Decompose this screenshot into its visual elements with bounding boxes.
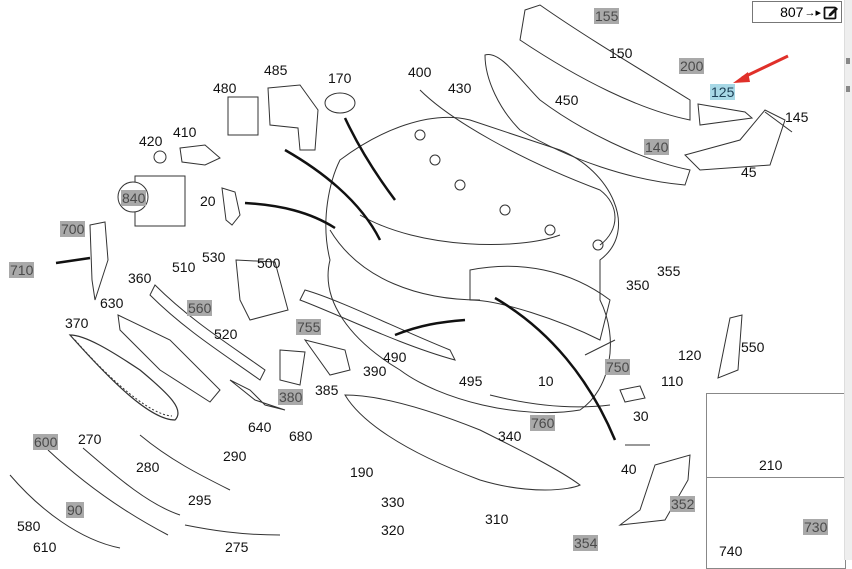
part-label-295[interactable]: 295 xyxy=(188,492,212,508)
pointer-arrow xyxy=(343,117,397,201)
part-label-410[interactable]: 410 xyxy=(173,124,197,140)
part-label-740[interactable]: 740 xyxy=(719,543,743,559)
scroll-marker xyxy=(846,58,850,64)
part-label-480[interactable]: 480 xyxy=(213,80,237,96)
part-label-360[interactable]: 360 xyxy=(128,270,152,286)
reference-link[interactable]: 807 →▸ xyxy=(752,1,842,23)
part-label-210[interactable]: 210 xyxy=(759,457,783,473)
part-170-emblem xyxy=(324,92,356,114)
part-label-760[interactable]: 760 xyxy=(530,415,556,431)
part-label-310[interactable]: 310 xyxy=(485,511,509,527)
diagram-drawing xyxy=(9,4,793,549)
part-label-510[interactable]: 510 xyxy=(172,259,196,275)
part-label-150[interactable]: 150 xyxy=(609,45,633,61)
part-label-485[interactable]: 485 xyxy=(264,62,288,78)
part-label-750[interactable]: 750 xyxy=(605,359,631,375)
edit-icon[interactable] xyxy=(823,4,839,20)
part-wiring-harness xyxy=(419,89,616,246)
part-480-module xyxy=(227,96,259,136)
part-label-450[interactable]: 450 xyxy=(555,92,579,108)
part-500-plate xyxy=(235,259,289,321)
scroll-marker xyxy=(846,86,850,92)
part-label-700[interactable]: 700 xyxy=(60,221,86,237)
part-label-730[interactable]: 730 xyxy=(803,519,829,535)
pointer-arrow xyxy=(394,318,466,337)
part-label-520[interactable]: 520 xyxy=(214,326,238,342)
part-label-430[interactable]: 430 xyxy=(448,80,472,96)
part-310-undertray xyxy=(344,394,581,491)
part-45 xyxy=(684,109,786,171)
part-label-490[interactable]: 490 xyxy=(383,349,407,365)
part-label-190[interactable]: 190 xyxy=(350,464,374,480)
part-label-600[interactable]: 600 xyxy=(33,434,59,450)
part-label-340[interactable]: 340 xyxy=(498,428,522,444)
part-label-20[interactable]: 20 xyxy=(200,193,216,209)
part-label-550[interactable]: 550 xyxy=(741,339,765,355)
part-bracket xyxy=(484,54,691,186)
part-label-400[interactable]: 400 xyxy=(408,64,432,80)
part-label-420[interactable]: 420 xyxy=(139,133,163,149)
part-label-110[interactable]: 110 xyxy=(661,373,684,389)
parts-diagram: 807 →▸ 155 150 200 125 145 450 400 430 140 45 485 4… xyxy=(9,1,846,569)
part-label-840[interactable]: 840 xyxy=(121,190,147,206)
part-label-155[interactable]: 155 xyxy=(594,8,620,24)
part-label-45[interactable]: 45 xyxy=(741,164,757,180)
part-label-610[interactable]: 610 xyxy=(33,539,57,555)
scrollbar[interactable] xyxy=(844,0,852,560)
part-label-170[interactable]: 170 xyxy=(328,70,352,86)
part-label-30[interactable]: 30 xyxy=(633,408,649,424)
part-485-bracket xyxy=(267,84,319,151)
pointer-arrow xyxy=(494,296,617,441)
part-label-530[interactable]: 530 xyxy=(202,249,226,265)
part-label-10[interactable]: 10 xyxy=(538,373,554,389)
part-370-grille xyxy=(68,334,179,421)
part-label-385[interactable]: 385 xyxy=(315,382,339,398)
part-label-352[interactable]: 352 xyxy=(670,496,696,512)
part-label-640[interactable]: 640 xyxy=(248,419,272,435)
part-upper-grille xyxy=(519,4,691,121)
part-label-145[interactable]: 145 xyxy=(785,109,809,125)
pointer-arrow xyxy=(55,256,91,265)
part-label-270[interactable]: 270 xyxy=(78,431,102,447)
part-label-290[interactable]: 290 xyxy=(223,448,247,464)
part-label-755[interactable]: 755 xyxy=(296,319,322,335)
part-label-120[interactable]: 120 xyxy=(678,347,702,363)
arrow-right-icon: →▸ xyxy=(804,6,821,19)
part-label-350[interactable]: 350 xyxy=(626,277,650,293)
part-label-380[interactable]: 380 xyxy=(278,389,304,405)
part-label-630[interactable]: 630 xyxy=(100,295,124,311)
part-label-90[interactable]: 90 xyxy=(66,502,84,518)
red-pointer-arrow xyxy=(733,54,789,83)
part-label-355[interactable]: 355 xyxy=(657,263,681,279)
part-label-495[interactable]: 495 xyxy=(459,373,483,389)
part-label-320[interactable]: 320 xyxy=(381,522,405,538)
pointer-arrow xyxy=(284,148,382,241)
part-label-580[interactable]: 580 xyxy=(17,518,41,534)
reference-number: 807 xyxy=(780,4,804,20)
part-label-40[interactable]: 40 xyxy=(621,461,637,477)
part-label-330[interactable]: 330 xyxy=(381,494,405,510)
part-label-560[interactable]: 560 xyxy=(187,300,213,316)
pointer-arrow xyxy=(244,201,336,230)
part-125-trim xyxy=(697,103,754,126)
part-label-370[interactable]: 370 xyxy=(65,315,89,331)
part-label-200[interactable]: 200 xyxy=(679,58,705,74)
part-label-500[interactable]: 500 xyxy=(257,255,281,271)
part-label-354[interactable]: 354 xyxy=(573,535,599,551)
part-label-125[interactable]: 125 xyxy=(710,84,736,100)
part-label-140[interactable]: 140 xyxy=(644,139,670,155)
part-label-710[interactable]: 710 xyxy=(9,262,35,278)
part-label-275[interactable]: 275 xyxy=(225,539,249,555)
part-label-680[interactable]: 680 xyxy=(289,428,313,444)
part-label-390[interactable]: 390 xyxy=(363,363,387,379)
part-label-280[interactable]: 280 xyxy=(136,459,160,475)
